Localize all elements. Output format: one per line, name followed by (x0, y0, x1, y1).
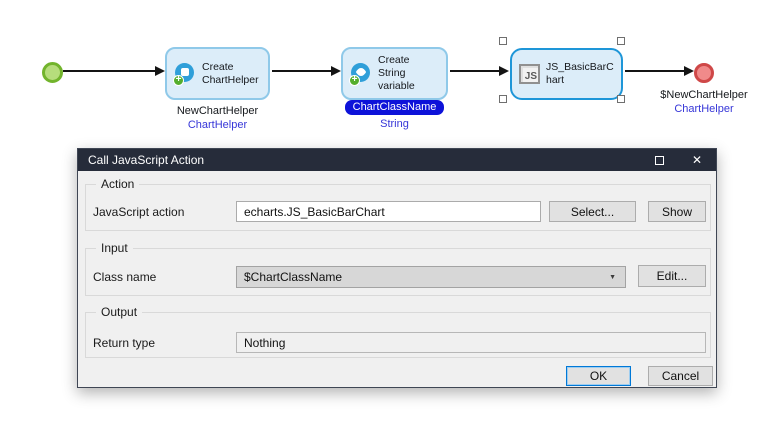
output-groupbox: Output (85, 305, 711, 358)
output-group-label: Output (96, 305, 143, 319)
input-group-label: Input (96, 241, 133, 255)
action-group-label: Action (96, 177, 140, 191)
javascript-action-icon: JS (519, 64, 540, 84)
entity-type-label: ChartHelper (674, 103, 734, 115)
variable-name-badge: ChartClassName (344, 100, 445, 115)
create-object-icon: + (173, 62, 196, 86)
activity-create-charthelper[interactable]: + Create ChartHelper (165, 47, 270, 100)
flow-connector[interactable] (625, 70, 684, 72)
activity-title: Create ChartHelper (202, 60, 259, 86)
select-button[interactable]: Select... (549, 201, 636, 222)
javascript-action-field[interactable]: echarts.JS_BasicBarChart (236, 201, 541, 222)
maximize-button[interactable] (640, 149, 678, 171)
class-name-label: Class name (93, 270, 157, 284)
flow-connector[interactable] (450, 70, 499, 72)
class-name-dropdown[interactable]: $ChartClassName ▼ (236, 266, 626, 288)
selection-handle[interactable] (617, 95, 625, 103)
return-type-label: Return type (93, 336, 156, 350)
object-name-label: NewChartHelper (176, 105, 259, 117)
arrowhead-icon (331, 66, 341, 76)
class-name-value: $ChartClassName (244, 270, 343, 284)
chevron-down-icon: ▼ (609, 274, 616, 281)
activity-title: Create String variable (378, 54, 415, 92)
flow-connector[interactable] (63, 70, 155, 72)
dialog-title: Call JavaScript Action (88, 153, 205, 167)
return-variable-label: $NewChartHelper (660, 89, 748, 101)
selection-handle[interactable] (499, 37, 507, 45)
arrowhead-icon (155, 66, 165, 76)
start-event[interactable] (42, 62, 63, 83)
show-button[interactable]: Show (648, 201, 706, 222)
return-type-field: Nothing (236, 332, 706, 353)
edit-button[interactable]: Edit... (638, 265, 706, 287)
variable-name-badge-wrap: ChartClassName (341, 100, 448, 115)
close-icon: ✕ (691, 153, 703, 167)
plus-badge-icon: + (349, 74, 360, 86)
end-event[interactable] (694, 63, 714, 83)
arrowhead-icon (499, 66, 509, 76)
close-button[interactable]: ✕ (678, 149, 716, 171)
action-groupbox: Action (85, 177, 711, 231)
arrowhead-icon (684, 66, 694, 76)
dialog-titlebar[interactable]: Call JavaScript Action ✕ (78, 149, 716, 171)
activity-create-string-variable[interactable]: + Create String variable (341, 47, 448, 100)
activity-js-basicbarchart[interactable]: JS JS_BasicBarChart (510, 48, 623, 100)
selection-handle[interactable] (617, 37, 625, 45)
flow-connector[interactable] (272, 70, 331, 72)
maximize-icon (654, 155, 664, 165)
entity-type-label: ChartHelper (187, 119, 248, 131)
call-javascript-action-dialog: Call JavaScript Action ✕ Action JavaScri… (77, 148, 717, 388)
plus-badge-icon: + (173, 74, 184, 86)
cancel-button[interactable]: Cancel (648, 366, 713, 386)
activity-title: JS_BasicBarChart (546, 61, 614, 86)
variable-type-label: String (380, 118, 409, 130)
create-variable-icon: + (349, 62, 372, 86)
input-groupbox: Input (85, 241, 711, 296)
ok-button[interactable]: OK (566, 366, 631, 386)
javascript-action-label: JavaScript action (93, 205, 185, 219)
selection-handle[interactable] (499, 95, 507, 103)
